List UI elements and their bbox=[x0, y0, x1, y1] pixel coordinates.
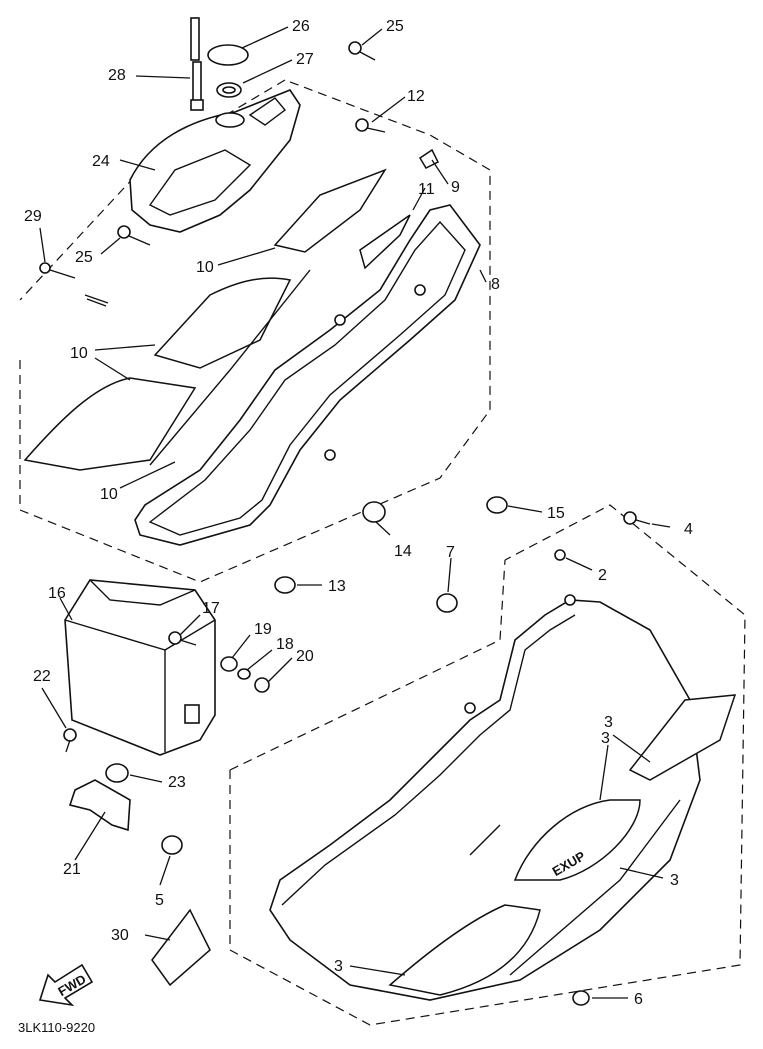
grommets-13-14-15 bbox=[274, 496, 508, 594]
callout-10-bottom: 10 bbox=[100, 486, 118, 503]
callout-3-mid: 3 bbox=[601, 730, 610, 747]
callout-16: 16 bbox=[48, 585, 66, 602]
callout-3-right: 3 bbox=[670, 872, 679, 889]
battery-box-16 bbox=[64, 579, 216, 756]
callout-24: 24 bbox=[92, 153, 110, 170]
callout-10-top: 10 bbox=[196, 259, 214, 276]
lower-side-cover bbox=[269, 594, 701, 1001]
callout-30: 30 bbox=[111, 927, 129, 944]
lower-assembly-outline bbox=[229, 504, 746, 1026]
callout-23: 23 bbox=[168, 774, 186, 791]
callout-6: 6 bbox=[634, 991, 643, 1008]
bolt-12 bbox=[355, 118, 386, 133]
emblem-11-9 bbox=[359, 148, 440, 270]
cap-26 bbox=[207, 44, 249, 66]
callout-5: 5 bbox=[155, 892, 164, 909]
battery-hardware bbox=[63, 631, 270, 832]
leader-lines bbox=[39, 26, 671, 999]
lower-hardware bbox=[151, 511, 651, 1006]
callout-8: 8 bbox=[491, 276, 500, 293]
bolt-25-top bbox=[348, 41, 376, 61]
rod-28 bbox=[190, 17, 204, 111]
callout-25-top: 25 bbox=[386, 18, 404, 35]
callout-11: 11 bbox=[418, 181, 435, 198]
callout-26: 26 bbox=[292, 18, 310, 35]
callout-18: 18 bbox=[276, 636, 294, 653]
callout-2: 2 bbox=[598, 567, 607, 584]
diagram-code: 3LK110-9220 bbox=[18, 1020, 95, 1035]
callout-25-left: 25 bbox=[75, 249, 93, 266]
callout-20: 20 bbox=[296, 648, 314, 665]
callout-10-mid: 10 bbox=[70, 345, 88, 362]
callout-9: 9 bbox=[451, 179, 460, 196]
grommet-27 bbox=[216, 82, 242, 98]
callout-17: 17 bbox=[202, 600, 220, 617]
callout-14: 14 bbox=[394, 543, 412, 560]
decal-10-panels bbox=[23, 168, 387, 471]
callout-22: 22 bbox=[33, 668, 51, 685]
callout-28: 28 bbox=[108, 67, 126, 84]
callout-21: 21 bbox=[63, 861, 81, 878]
callout-12: 12 bbox=[407, 88, 425, 105]
callout-19: 19 bbox=[254, 621, 272, 638]
bolt-29 bbox=[39, 262, 109, 307]
tank-cover-24 bbox=[129, 89, 301, 233]
callout-3-bottom: 3 bbox=[334, 958, 343, 975]
callout-7: 7 bbox=[446, 544, 455, 561]
callout-15: 15 bbox=[547, 505, 565, 522]
callout-3-upper: 3 bbox=[604, 714, 613, 731]
callout-labels: 26 25 27 28 12 24 9 11 29 25 10 8 10 10 … bbox=[24, 18, 693, 1008]
callout-29: 29 bbox=[24, 208, 42, 225]
callout-27: 27 bbox=[296, 51, 314, 68]
callout-13: 13 bbox=[328, 578, 346, 595]
upper-side-cover-8 bbox=[134, 204, 481, 546]
decal-3-panels: EXUP bbox=[388, 694, 737, 996]
forward-arrow-icon: FWD bbox=[38, 963, 94, 1007]
bolt-25-left bbox=[117, 225, 151, 246]
callout-4: 4 bbox=[684, 521, 693, 538]
